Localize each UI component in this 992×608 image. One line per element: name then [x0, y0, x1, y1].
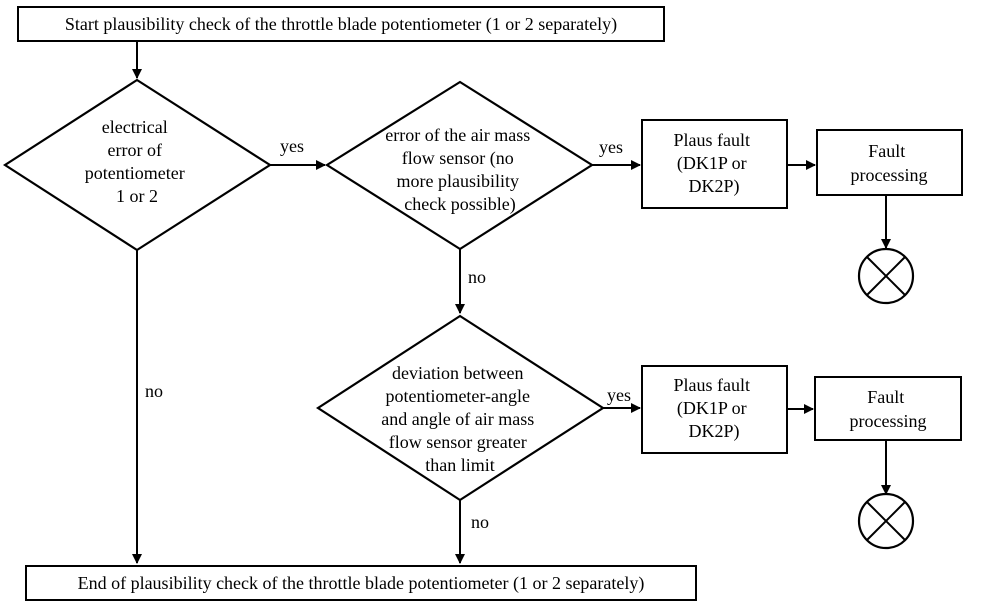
end-box-text: End of plausibility check of the throttl… — [78, 573, 645, 594]
label-yes-1: yes — [280, 136, 304, 156]
stop-terminator-icon-1 — [857, 247, 915, 305]
label-no-2: no — [468, 267, 486, 287]
fault-processing-2-text: Fault processing — [850, 387, 927, 431]
start-box-text: Start plausibility check of the throttle… — [65, 14, 617, 35]
label-no-3: no — [471, 512, 489, 532]
decision-airmass-text: error of the air mass flow sensor (no mo… — [385, 125, 534, 215]
decision-deviation-text: deviation between potentiometer-angle an… — [381, 363, 538, 475]
fault-processing-box-2: Fault processing — [814, 376, 962, 441]
plaus-fault-box-1: Plaus fault (DK1P or DK2P) — [641, 119, 788, 209]
plaus-fault-1-text: Plaus fault (DK1P or DK2P) — [674, 130, 755, 197]
start-box: Start plausibility check of the throttle… — [17, 6, 665, 42]
end-box: End of plausibility check of the throttl… — [25, 565, 697, 601]
decision-electrical-error: electrical error of potentiometer 1 or 2 — [2, 78, 273, 252]
fault-processing-box-1: Fault processing — [816, 129, 963, 196]
stop-terminator-icon-2 — [857, 492, 915, 550]
decision-airmass-error: error of the air mass flow sensor (no mo… — [324, 80, 595, 251]
plaus-fault-box-2: Plaus fault (DK1P or DK2P) — [641, 365, 788, 454]
fault-processing-1-text: Fault processing — [851, 141, 928, 185]
label-no-1: no — [145, 381, 163, 401]
decision-deviation: deviation between potentiometer-angle an… — [315, 314, 606, 502]
plaus-fault-2-text: Plaus fault (DK1P or DK2P) — [674, 375, 755, 442]
label-yes-2: yes — [599, 137, 623, 157]
label-yes-3: yes — [607, 385, 631, 405]
decision-electrical-text: electrical error of potentiometer 1 or 2 — [85, 117, 189, 206]
